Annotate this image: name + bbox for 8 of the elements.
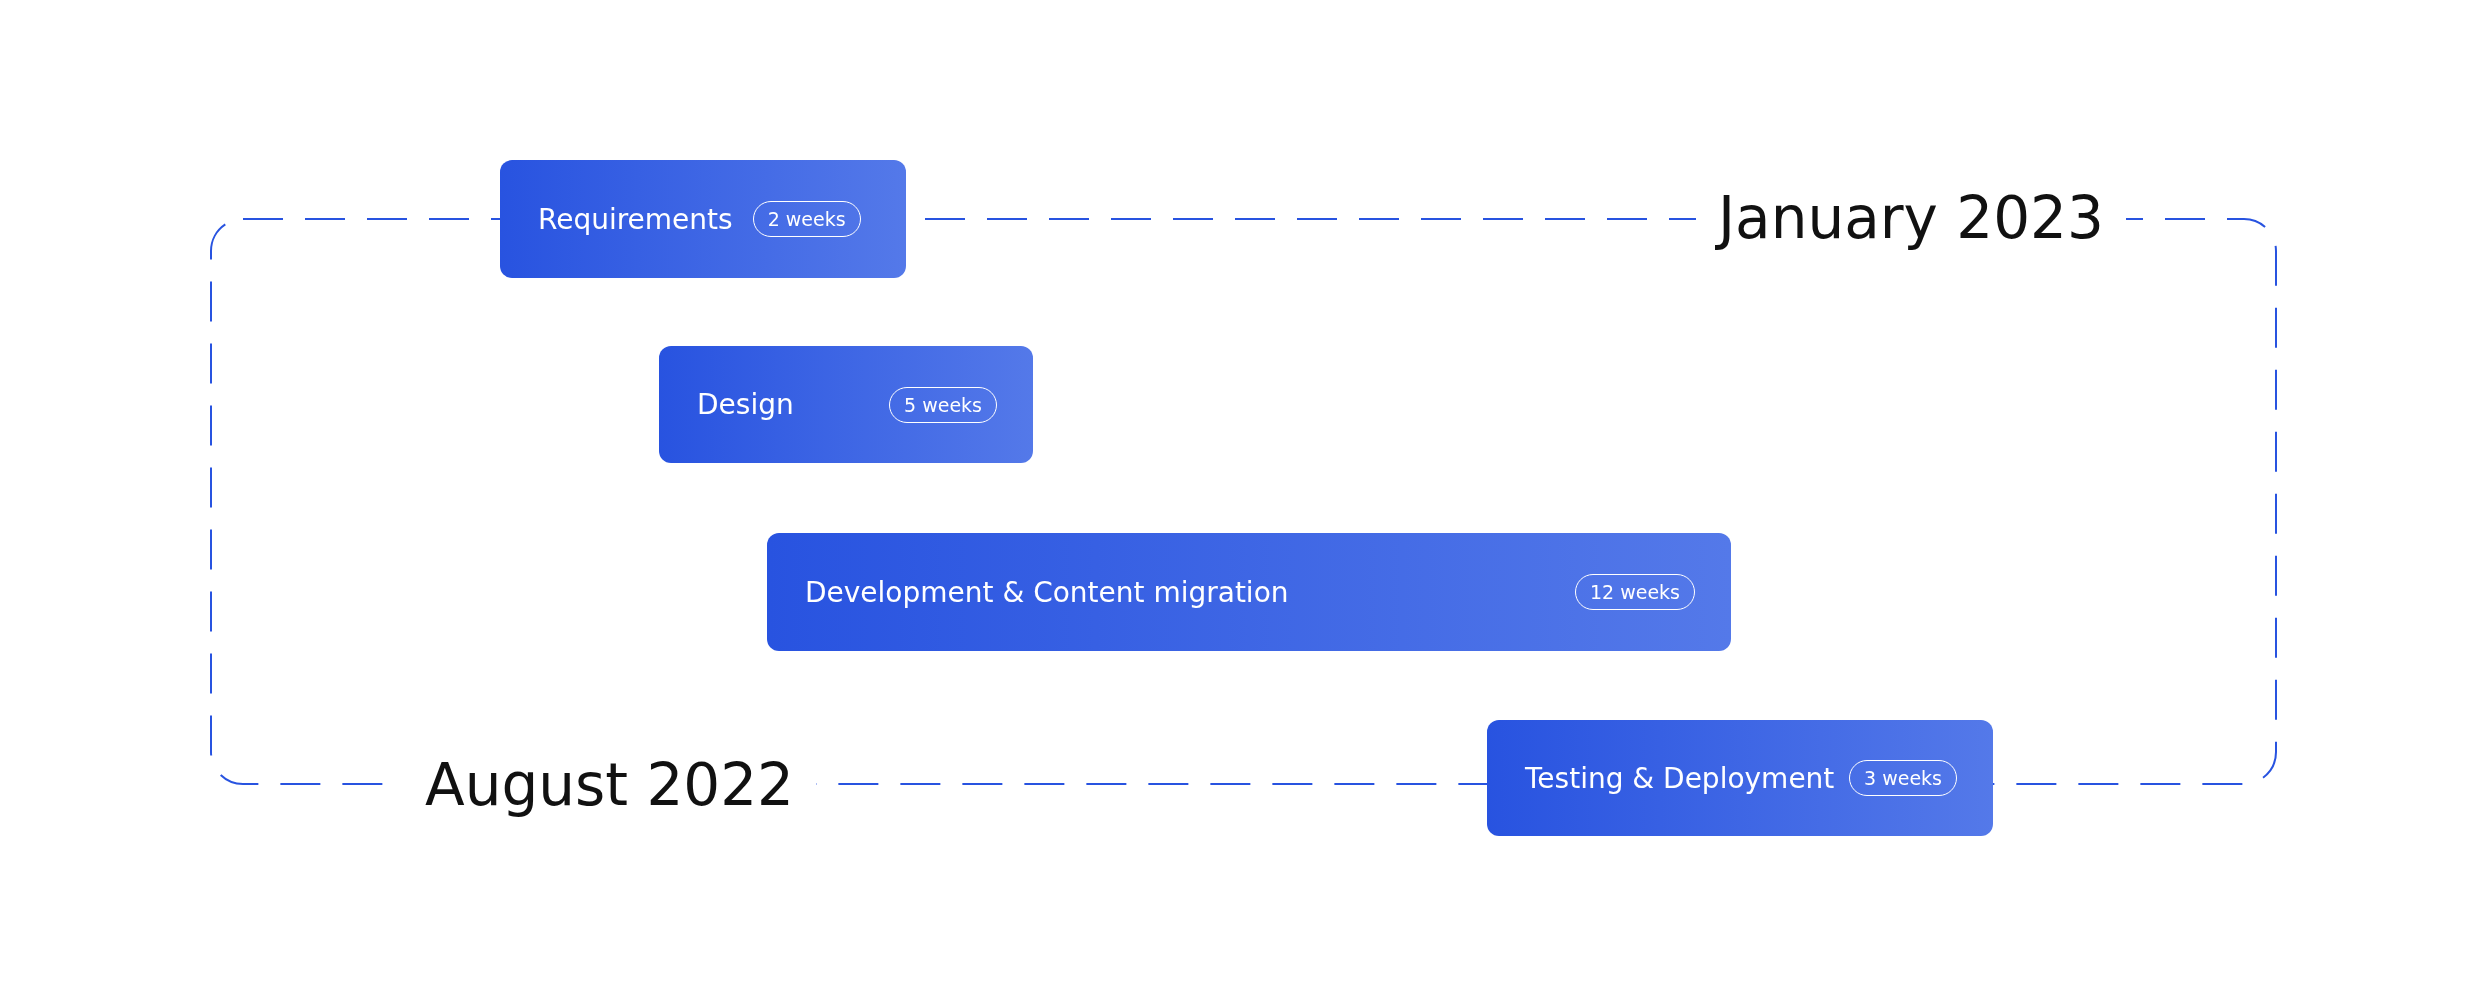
task-name: Development & Content migration: [805, 575, 1289, 609]
task-name: Design: [697, 388, 794, 421]
task-name: Testing & Deployment: [1525, 761, 1835, 795]
task-bar: [767, 533, 1731, 651]
task-bar: [659, 346, 1033, 463]
task-bar: [500, 160, 906, 278]
task-bar: [1487, 720, 1993, 836]
task-name: Requirements: [538, 202, 733, 236]
